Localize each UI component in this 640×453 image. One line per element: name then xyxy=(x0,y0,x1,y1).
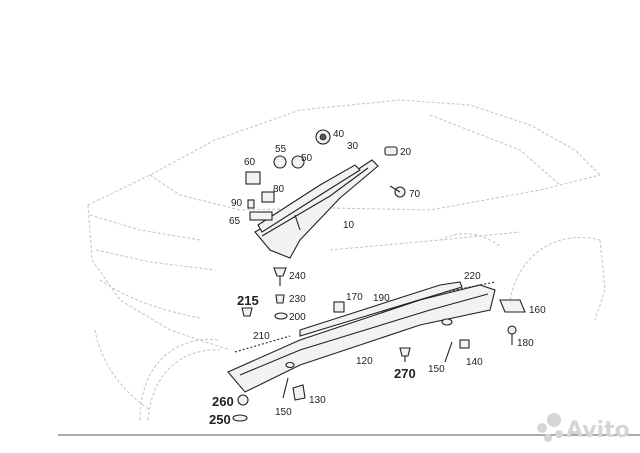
bolt-70 xyxy=(389,185,406,198)
label-120: 120 xyxy=(356,356,373,367)
clip-80 xyxy=(261,191,275,203)
label-260: 260 xyxy=(212,394,234,409)
a-pillar-trim xyxy=(254,159,379,259)
side-skirt xyxy=(227,284,496,393)
pin-150-left xyxy=(282,377,289,399)
pin-150-right xyxy=(444,341,453,363)
bolt-180 xyxy=(507,325,517,345)
label-210: 210 xyxy=(253,331,270,342)
label-240: 240 xyxy=(289,271,306,282)
label-130: 130 xyxy=(309,395,326,406)
nut-230 xyxy=(275,294,285,304)
label-10: 10 xyxy=(343,220,355,231)
washer-200 xyxy=(274,312,288,320)
clip-60 xyxy=(245,171,261,185)
label-30: 30 xyxy=(347,141,359,152)
plug-140 xyxy=(459,339,470,349)
label-140: 140 xyxy=(466,357,483,368)
label-220: 220 xyxy=(464,271,481,282)
washer-250 xyxy=(232,414,248,422)
label-180: 180 xyxy=(517,338,534,349)
end-cap-130 xyxy=(292,384,306,401)
watermark: Avito xyxy=(537,413,630,443)
clip-260 xyxy=(237,394,249,406)
clip-strip-220 xyxy=(444,281,496,293)
label-200: 200 xyxy=(289,312,306,323)
avito-logo-icon xyxy=(537,413,563,442)
label-215: 215 xyxy=(237,293,259,308)
cap-50 xyxy=(291,155,305,169)
label-40: 40 xyxy=(333,129,345,140)
bracket-160 xyxy=(499,299,526,313)
watermark-text: Avito xyxy=(566,418,630,443)
label-250: 250 xyxy=(209,412,231,427)
clip-55 xyxy=(273,155,287,169)
label-230: 230 xyxy=(289,294,306,305)
label-60: 60 xyxy=(244,157,256,168)
label-150-left: 150 xyxy=(275,407,292,418)
label-90: 90 xyxy=(231,198,243,209)
label-170: 170 xyxy=(346,292,363,303)
seal-strip xyxy=(257,164,361,233)
label-80: 80 xyxy=(273,184,285,195)
clip-215 xyxy=(241,307,253,317)
label-65: 65 xyxy=(229,216,241,227)
screw-240 xyxy=(273,267,287,286)
label-20: 20 xyxy=(400,147,412,158)
grommet-40 xyxy=(315,129,331,145)
label-160: 160 xyxy=(529,305,546,316)
label-55: 55 xyxy=(275,144,287,155)
clip-65 xyxy=(249,211,273,221)
fastener-270 xyxy=(399,347,411,362)
clip-170 xyxy=(333,301,345,313)
clip-90 xyxy=(247,199,255,209)
clip-20 xyxy=(384,146,398,156)
clip-strip-210 xyxy=(234,335,291,353)
label-270: 270 xyxy=(394,366,416,381)
label-190: 190 xyxy=(373,293,390,304)
label-70: 70 xyxy=(409,189,421,200)
label-50: 50 xyxy=(301,153,313,164)
trim-strip-190 xyxy=(299,281,463,337)
label-150-right: 150 xyxy=(428,364,445,375)
